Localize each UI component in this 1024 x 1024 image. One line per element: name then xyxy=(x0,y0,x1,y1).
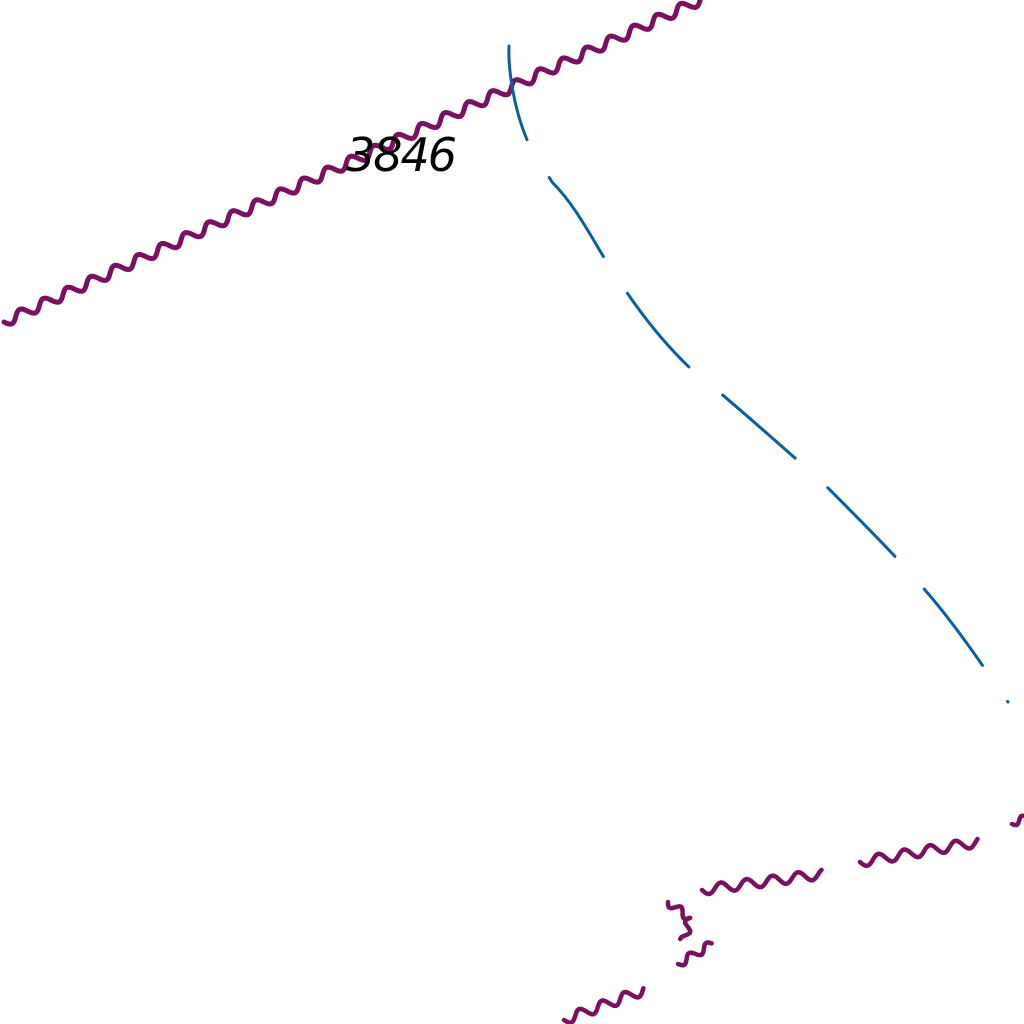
wavy-boundary-line xyxy=(561,986,646,1024)
wavy-boundary-line xyxy=(699,867,824,897)
map-number-label: 3846 xyxy=(346,128,457,182)
wavy-boundary-line xyxy=(857,836,980,869)
wavy-boundary-line xyxy=(675,940,714,968)
wavy-boundary-line xyxy=(1009,813,1024,828)
wavy-boundary-line xyxy=(665,899,693,942)
dashed-blue-line xyxy=(507,44,1010,704)
wavy-boundary-line xyxy=(1,0,703,327)
